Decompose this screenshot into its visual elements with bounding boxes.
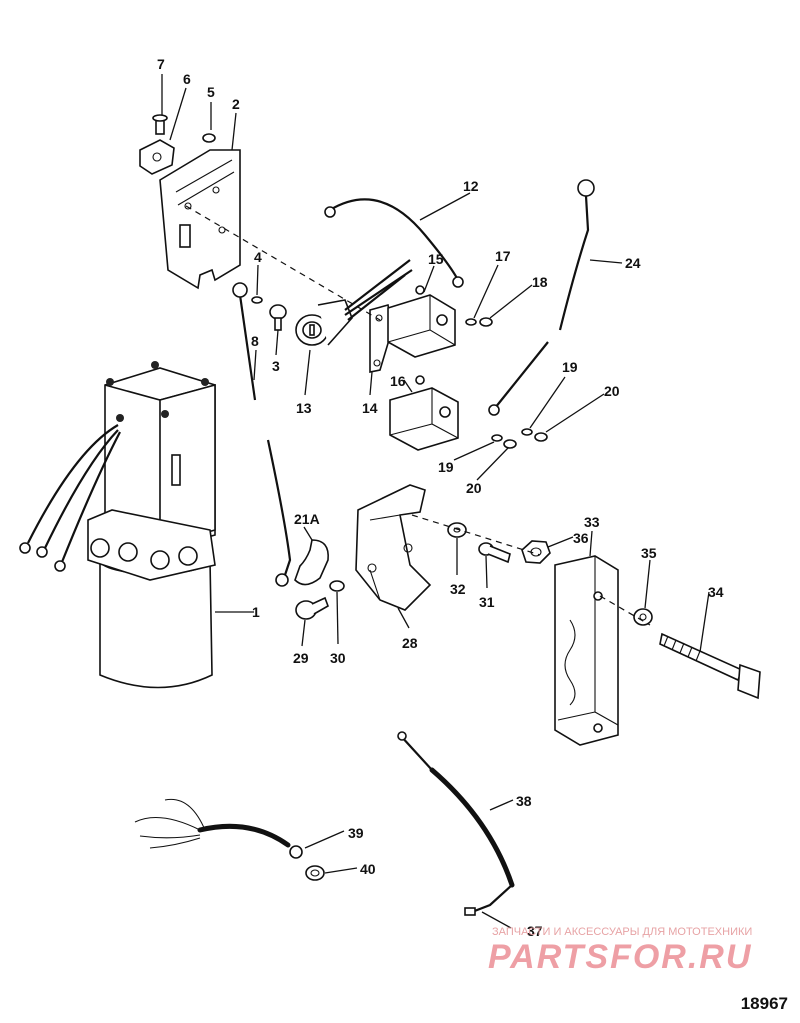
part-29-screw [295, 596, 329, 620]
part-35-washer [633, 608, 653, 626]
callout-labels: 1 2 3 4 5 6 7 8 12 13 14 15 16 17 18 19 … [157, 56, 724, 939]
callout-5: 5 [207, 84, 215, 100]
part-6-clip [139, 139, 175, 175]
part-20-nut-a [534, 432, 548, 442]
alignment-lines [185, 205, 651, 626]
part-2-mounting-bracket [159, 149, 241, 290]
callout-39: 39 [348, 825, 364, 841]
part-30-washer [329, 580, 345, 592]
part-3-screw [269, 304, 287, 331]
part-14-solenoid-bracket [369, 303, 393, 373]
callout-36: 36 [573, 530, 589, 546]
callout-6: 6 [183, 71, 191, 87]
callout-2: 2 [232, 96, 240, 112]
part-18-nut [479, 317, 493, 327]
callout-21a: 21A [294, 511, 320, 527]
callout-13: 13 [296, 400, 312, 416]
callout-35: 35 [641, 545, 657, 561]
callout-7: 7 [157, 56, 165, 72]
callout-14: 14 [362, 400, 378, 416]
part-36-nut [521, 540, 551, 564]
part-12-jumper-cable [324, 198, 464, 288]
callout-38: 38 [516, 793, 532, 809]
part-21a-boot [294, 539, 329, 586]
part-32-washer [447, 522, 467, 538]
callout-34: 34 [708, 584, 724, 600]
part-7-screw [152, 114, 168, 135]
watermark-logo: PARTSFOR.RU [488, 938, 753, 976]
callout-20-right: 20 [604, 383, 620, 399]
callout-28: 28 [402, 635, 418, 651]
callout-19-left: 19 [438, 459, 454, 475]
part-33-clamp-block [554, 555, 619, 746]
callout-40: 40 [360, 861, 376, 877]
callout-32: 32 [450, 581, 466, 597]
part-19-lockwasher-b [491, 434, 503, 442]
part-5-nut [202, 133, 216, 143]
part-19-lockwasher-a [521, 428, 533, 436]
part-31-bolt [478, 542, 511, 564]
figure-number: 18967 [740, 994, 788, 1013]
part-13-connector [295, 259, 413, 346]
part-34-bolt [659, 632, 761, 700]
part-1-pump-motor [19, 361, 216, 689]
callout-24: 24 [625, 255, 641, 271]
callout-16: 16 [390, 373, 406, 389]
callout-15: 15 [428, 251, 444, 267]
part-38-harness [397, 731, 515, 914]
part-24-cable [488, 179, 595, 416]
callout-17: 17 [495, 248, 511, 264]
callout-4: 4 [254, 249, 262, 265]
part-16-solenoid [389, 375, 459, 451]
leader-lines [161, 74, 710, 929]
part-17-lockwasher [465, 318, 477, 326]
callout-29: 29 [293, 650, 309, 666]
callout-20-left: 20 [466, 480, 482, 496]
watermark-caption: ЗАПЧАСТИ И АКСЕССУАРЫ ДЛЯ МОТОТЕХНИКИ [492, 926, 753, 938]
callout-8: 8 [251, 333, 259, 349]
part-39-harness [134, 798, 303, 859]
part-15-solenoid [387, 285, 456, 358]
callout-30: 30 [330, 650, 346, 666]
callout-1: 1 [252, 604, 260, 620]
callout-19-right: 19 [562, 359, 578, 375]
callout-3: 3 [272, 358, 280, 374]
part-4-washer [251, 296, 263, 304]
callout-33: 33 [584, 514, 600, 530]
callout-37: 37 [527, 923, 543, 939]
part-37-terminal [464, 907, 476, 916]
part-28-bracket [355, 484, 432, 611]
part-8-ground-cable [232, 282, 292, 587]
part-20-nut-b [503, 439, 517, 449]
callout-31: 31 [479, 594, 495, 610]
part-40-grommet [305, 865, 325, 881]
callout-12: 12 [463, 178, 479, 194]
callout-18: 18 [532, 274, 548, 290]
